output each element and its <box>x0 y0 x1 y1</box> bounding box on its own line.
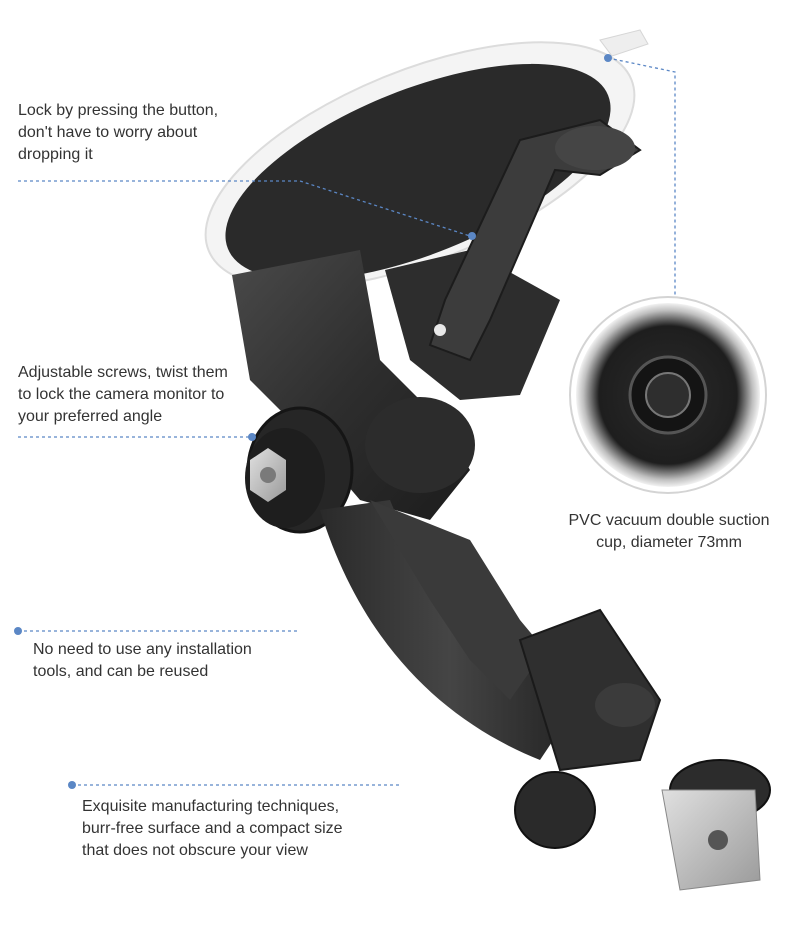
suction-cup <box>204 29 649 289</box>
lower-joint <box>518 608 662 772</box>
callout-line: Exquisite manufacturing techniques, <box>82 798 340 815</box>
callout-line: dropping it <box>18 146 93 163</box>
callout-lock-button: Lock by pressing the button, don't have … <box>18 100 218 166</box>
leader-dots <box>14 54 612 789</box>
lock-lever <box>428 118 642 362</box>
leader-line-lock <box>18 180 471 237</box>
suction-cup-inset <box>569 296 767 494</box>
callout-line: PVC vacuum double suction <box>568 512 770 529</box>
callout-line: burr-free surface and a compact size <box>82 820 343 837</box>
callout-adjustable-screws: Adjustable screws, twist them to lock th… <box>18 362 228 428</box>
callout-line: Adjustable screws, twist them <box>18 364 228 381</box>
callout-line: No need to use any installation <box>33 641 252 658</box>
callout-line: don't have to worry about <box>18 124 198 141</box>
leader-lines <box>18 57 676 786</box>
camera-adapter <box>514 759 771 891</box>
callout-line: cup, diameter 73mm <box>596 534 742 551</box>
callout-line: to lock the camera monitor to <box>18 386 225 403</box>
callout-no-tools: No need to use any installation tools, a… <box>33 639 252 683</box>
callout-line: that does not obscure your view <box>82 842 308 859</box>
leader-line-suction <box>607 57 676 295</box>
callout-line: tools, and can be reused <box>33 663 209 680</box>
curved-arm <box>320 500 580 760</box>
callout-suction-cup: PVC vacuum double suction cup, diameter … <box>540 510 798 554</box>
callout-manufacturing: Exquisite manufacturing techniques, burr… <box>82 796 343 862</box>
adjustable-knob <box>245 397 475 534</box>
callout-line: your preferred angle <box>18 408 163 425</box>
callout-line: Lock by pressing the button, <box>18 102 219 119</box>
